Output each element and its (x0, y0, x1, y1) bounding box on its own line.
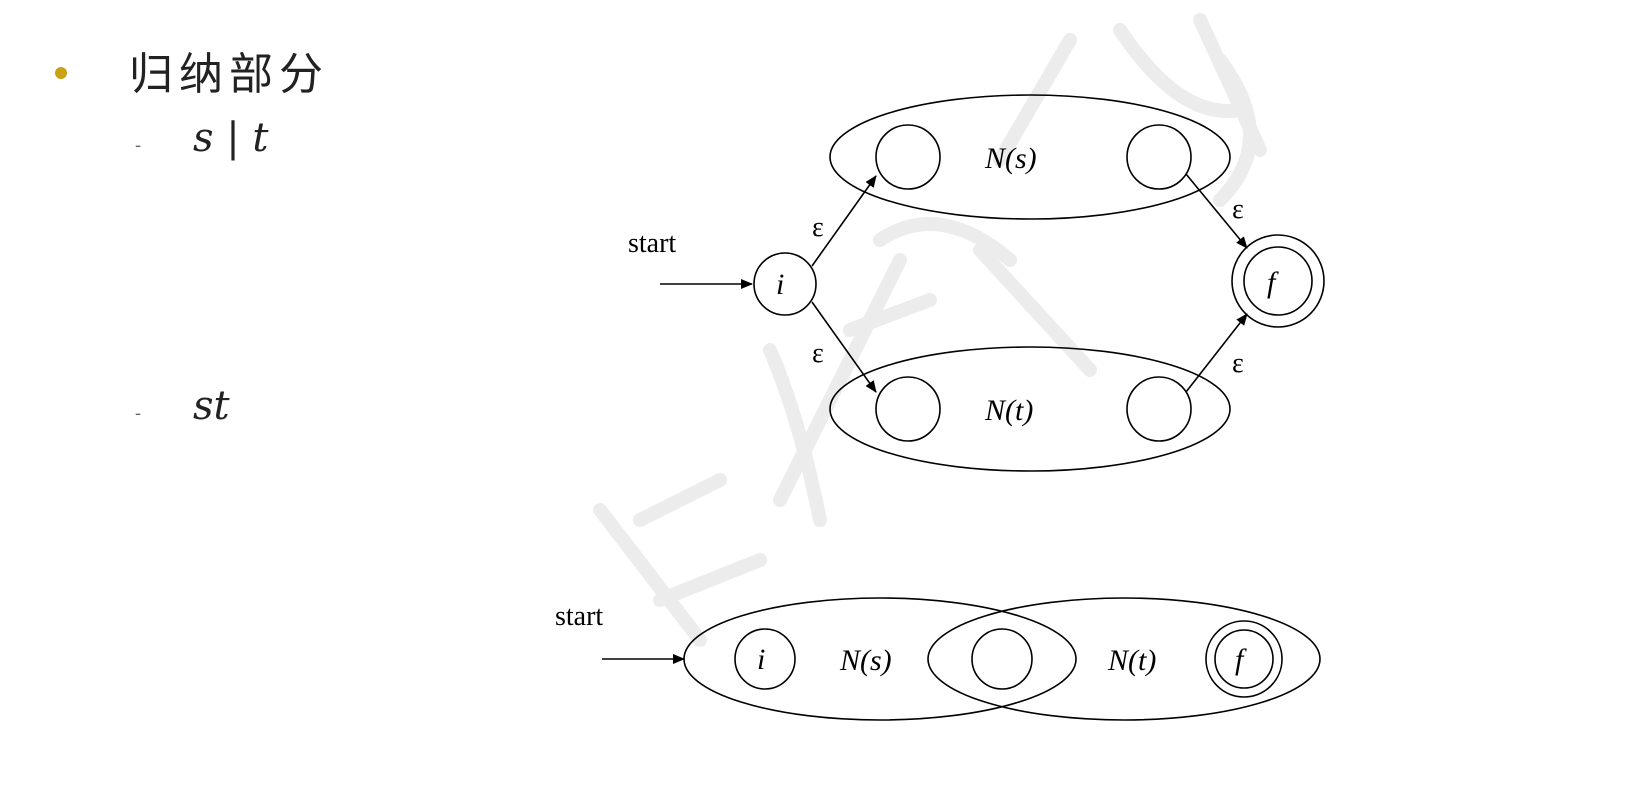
lower-nfa-accept-state (1126, 376, 1192, 442)
union-diagram (660, 94, 1325, 472)
start-label: start (628, 228, 676, 259)
initial-state-label: i (776, 268, 784, 301)
lower-nfa-start-state (875, 376, 941, 442)
right-nfa-label: N(t) (1107, 644, 1156, 677)
bullet-heading: 归纳部分 (55, 38, 329, 102)
concat-diagram (602, 597, 1321, 721)
left-nfa-label: N(s) (839, 644, 892, 677)
epsilon-label-lower-in: ε (812, 338, 824, 369)
lower-nfa-ellipse (829, 346, 1231, 472)
sub-item-concat: - st (135, 383, 230, 429)
epsilon-edge-upper-out (1185, 173, 1248, 249)
sub-item-union: - s | t (135, 115, 269, 161)
shared-state (971, 628, 1033, 690)
lower-nfa-label: N(t) (984, 394, 1033, 427)
upper-nfa-accept-state (1126, 124, 1192, 190)
initial-state-concat (734, 628, 796, 690)
sub-dash: - (135, 403, 142, 424)
upper-nfa-ellipse (829, 94, 1231, 220)
epsilon-edge-upper-in (811, 175, 877, 267)
upper-nfa-label: N(s) (984, 142, 1037, 175)
epsilon-edge-lower-out (1185, 313, 1248, 393)
final-state-inner (1243, 246, 1313, 316)
upper-nfa-start-state (875, 124, 941, 190)
bullet-dot-icon (55, 67, 67, 79)
initial-state-label-concat: i (757, 643, 765, 676)
epsilon-edge-lower-in (811, 301, 877, 393)
heading-text: 归纳部分 (129, 49, 329, 100)
union-labels: start i f N(s) N(t) ε ε ε ε (628, 142, 1279, 427)
concat-labels: start i f N(s) N(t) (555, 601, 1247, 677)
final-state-outer (1231, 234, 1325, 328)
epsilon-label-lower-out: ε (1232, 348, 1244, 379)
final-state-concat-inner (1214, 629, 1274, 689)
initial-state (753, 252, 817, 316)
sub-item-label: s | t (193, 115, 269, 161)
sub-item-label: st (193, 383, 230, 429)
final-state-concat-outer (1205, 620, 1283, 698)
sub-dash: - (135, 135, 142, 156)
right-nfa-ellipse (927, 597, 1321, 721)
final-state-label-concat: f (1235, 643, 1247, 676)
epsilon-label-upper-in: ε (812, 212, 824, 243)
start-label-concat: start (555, 601, 603, 632)
epsilon-label-upper-out: ε (1232, 194, 1244, 225)
final-state-label: f (1267, 266, 1279, 299)
